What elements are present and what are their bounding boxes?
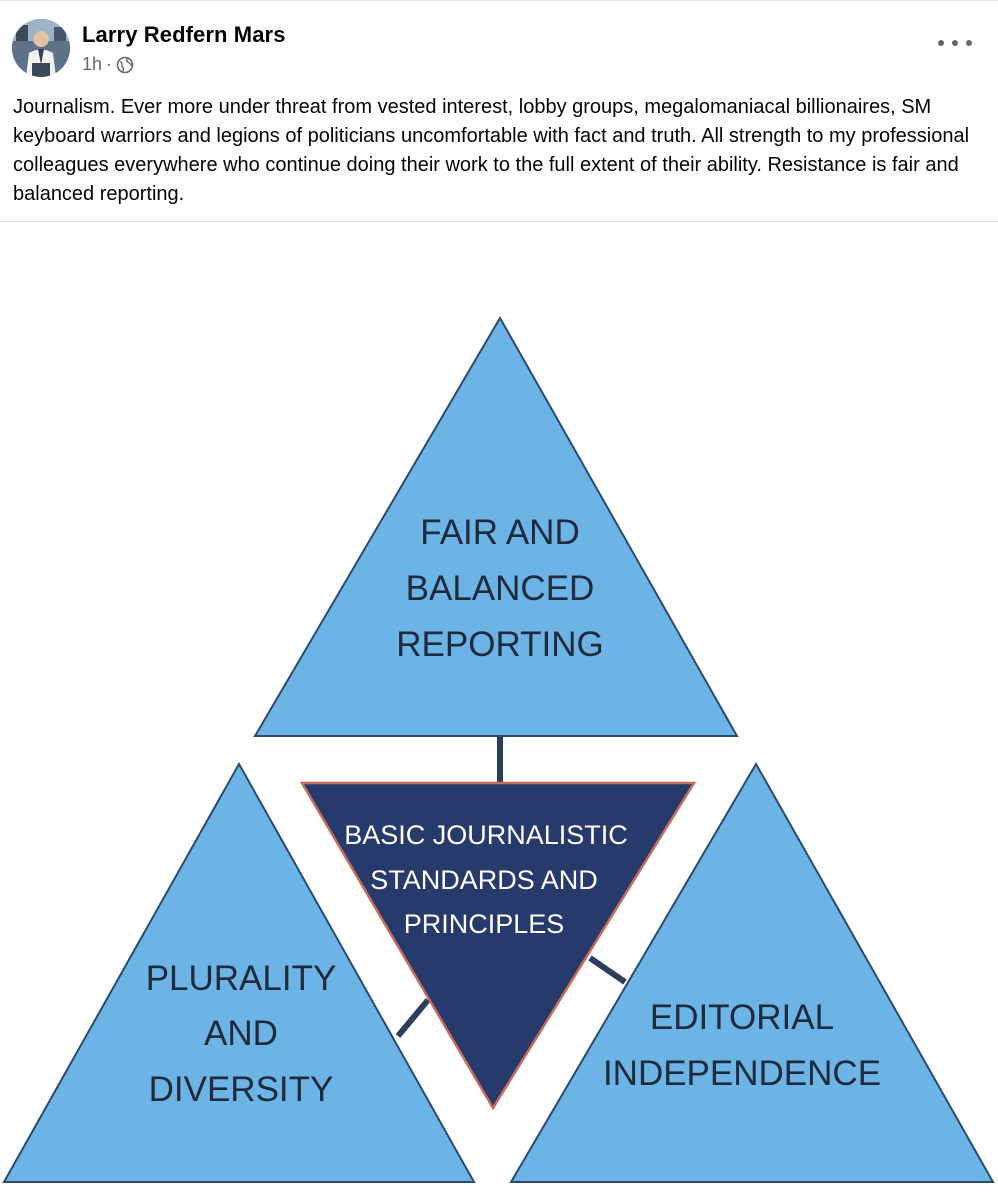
- top-triangle: [253, 315, 739, 737]
- center-label-line3: PRINCIPLES: [404, 909, 565, 939]
- center-label-line1: BASIC JOURNALISTIC: [344, 820, 628, 850]
- center-label-line2: STANDARDS AND: [370, 865, 598, 895]
- author-name[interactable]: Larry Redfern Mars: [82, 22, 286, 47]
- left-label-line1: PLURALITY: [146, 959, 337, 998]
- center-triangle: [299, 781, 697, 1111]
- more-dots-icon[interactable]: [938, 33, 972, 53]
- left-label-line2: AND: [204, 1014, 278, 1053]
- right-label-line2: INDEPENDENCE: [603, 1054, 881, 1093]
- post-header: Larry Redfern Mars 1h · Journalism. Ever…: [0, 0, 998, 222]
- top-label-line1: FAIR AND: [420, 513, 579, 552]
- globe-icon[interactable]: [116, 56, 134, 74]
- dot: [952, 40, 958, 46]
- right-triangle: [509, 761, 995, 1183]
- dot: [966, 40, 972, 46]
- top-label-line3: REPORTING: [396, 625, 603, 664]
- post-time[interactable]: 1h: [82, 54, 103, 74]
- connector-left: [395, 998, 431, 1038]
- diagram: FAIR AND BALANCED REPORTING BASIC JOURNA…: [2, 315, 995, 1183]
- avatar[interactable]: [12, 19, 70, 77]
- avatar-image: [12, 19, 70, 77]
- post-meta: 1h ·: [82, 54, 134, 75]
- top-label-line2: BALANCED: [406, 569, 595, 608]
- left-triangle: [2, 761, 476, 1183]
- dot: [938, 40, 944, 46]
- post-text: Journalism. Ever more under threat from …: [13, 96, 970, 205]
- post-image[interactable]: FAIR AND BALANCED REPORTING BASIC JOURNA…: [0, 222, 998, 1200]
- right-label-line1: EDITORIAL: [650, 998, 834, 1037]
- connector-right: [588, 955, 627, 985]
- meta-separator: ·: [106, 54, 113, 74]
- left-label-line3: DIVERSITY: [149, 1070, 334, 1109]
